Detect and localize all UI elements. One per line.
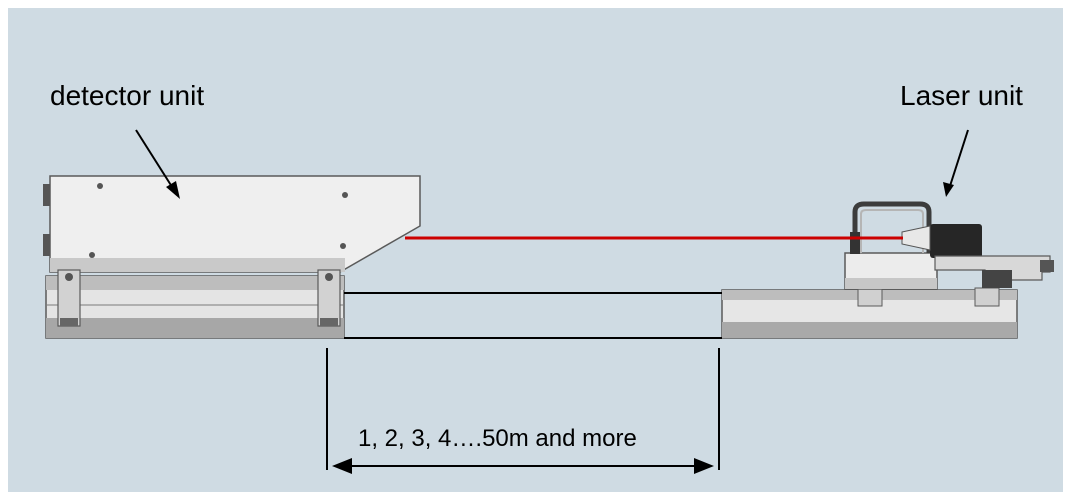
detector-pointer-arrow: [135, 129, 175, 191]
laser-rail-block: [857, 287, 883, 307]
laser-arm-block: [982, 270, 1012, 288]
detector-housing: [49, 175, 421, 273]
dimension-arrowhead-left: [332, 458, 352, 474]
detector-bracket-foot: [60, 318, 78, 326]
distance-label: 1, 2, 3, 4….50m and more: [358, 425, 637, 452]
laser-knob: [850, 232, 860, 254]
laser-rail-block: [974, 287, 1000, 307]
laser-rail-shade: [722, 322, 1017, 338]
laser-arm-tab: [1040, 260, 1054, 272]
detector-unit: [43, 175, 421, 339]
detector-screw: [340, 243, 346, 249]
laser-unit-label: Laser unit: [900, 80, 1023, 111]
detector-bracket-bolt: [65, 273, 73, 281]
laser-handle: [852, 201, 932, 253]
detector-unit-label: detector unit: [50, 80, 205, 111]
laser-nozzle: [901, 225, 931, 251]
detector-screw: [89, 252, 95, 258]
laser-body-shade: [845, 278, 937, 289]
detector-rail-shade: [46, 318, 344, 338]
detector-screw: [342, 192, 348, 198]
laser-unit: [721, 201, 1054, 339]
laser-handle-inner: [860, 209, 924, 253]
dimension-arrowhead-right: [694, 458, 714, 474]
detector-housing-bottom: [50, 258, 345, 272]
detector-bracket-foot: [320, 318, 338, 326]
detector-bracket-bolt: [325, 273, 333, 281]
laser-pointer-arrowhead: [943, 182, 954, 197]
detector-side-knob: [43, 184, 50, 206]
detector-rail-top: [46, 276, 344, 290]
detector-pointer-arrowhead: [166, 181, 180, 199]
detector-side-knob: [43, 234, 50, 256]
laser-pointer-arrow: [949, 129, 969, 187]
laser-barrel: [930, 224, 982, 258]
detector-screw: [97, 183, 103, 189]
